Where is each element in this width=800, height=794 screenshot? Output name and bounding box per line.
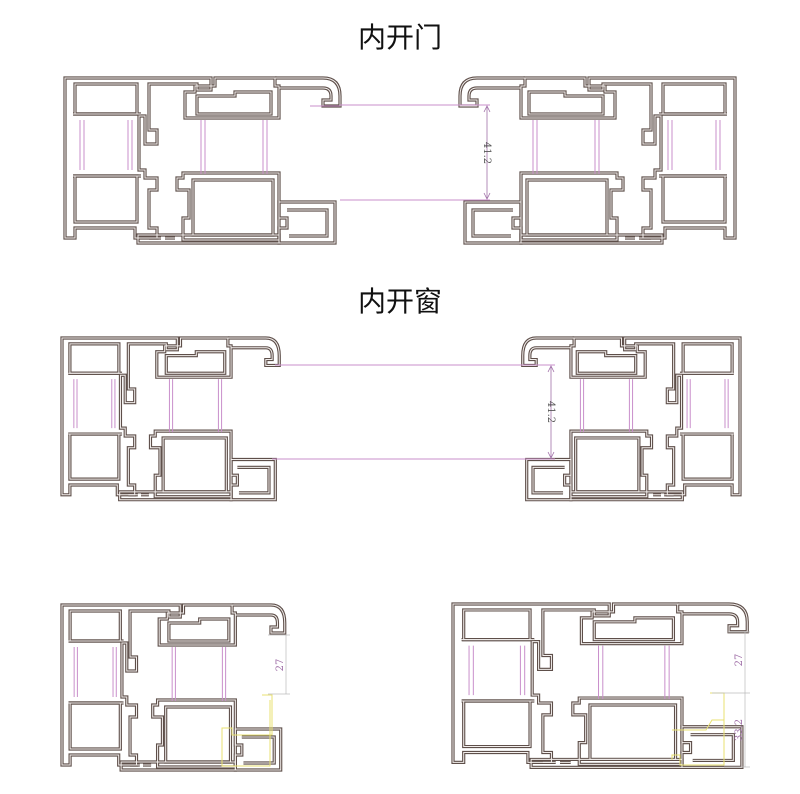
detail-right-dimension [712,631,750,768]
door-dimension [483,105,491,200]
title-inward-door: 内开门 [357,21,442,54]
door-dimension-label: 41.2 [481,142,492,164]
window-profile-left [62,338,279,500]
door-profile-right [460,78,735,243]
door-glass-lines [310,104,490,201]
window-glass-lines [272,364,555,460]
detail-left-dimension [268,634,290,695]
window-dimension-label: 41.2 [545,401,556,423]
detail-right-bead [671,692,725,766]
detail-profile-left [62,605,285,770]
window-dimension [547,365,555,459]
detail-right-dim-27: 27 [734,654,745,667]
title-inward-window: 内开窗 [357,285,442,318]
detail-left-bead [221,694,273,767]
door-profile-left [65,78,340,243]
detail-left-dim-27: 27 [275,659,286,672]
detail-profile-right [453,604,747,767]
detail-right-dim-33-2: 33.2 [734,719,745,741]
